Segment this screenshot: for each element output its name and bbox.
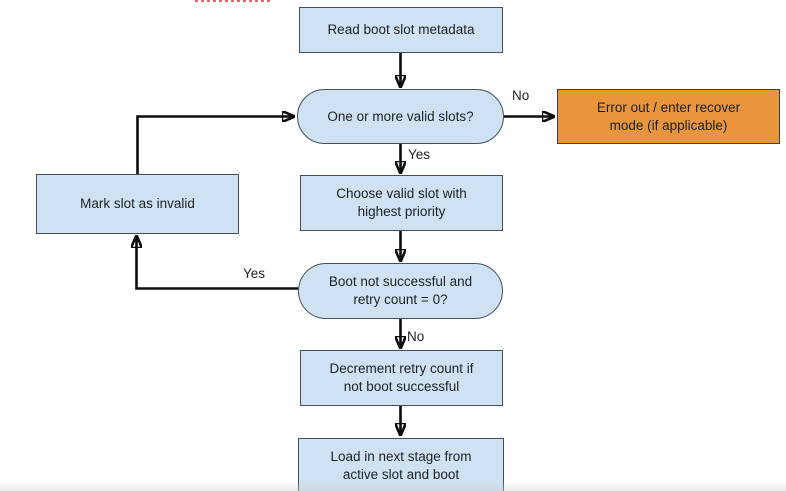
node-decrement-retry-count: Decrement retry count if not boot succes… bbox=[300, 350, 503, 406]
node-mark-slot-invalid: Mark slot as invalid bbox=[36, 174, 239, 234]
edge-label-yes-valid-slots: Yes bbox=[408, 147, 431, 162]
edge-label-yes-boot-check: Yes bbox=[243, 266, 266, 281]
edge-label-no-boot-check: No bbox=[407, 329, 425, 344]
node-error-recover-mode: Error out / enter recover mode (if appli… bbox=[557, 89, 780, 144]
edge-markinvalid-to-validslots bbox=[136, 117, 294, 174]
edge-label-no-valid-slots: No bbox=[512, 88, 530, 103]
edge-bootcheck-yes-to-markinvalid bbox=[137, 237, 298, 290]
node-decision-boot-not-successful: Boot not successful and retry count = 0? bbox=[298, 263, 503, 319]
node-read-boot-slot-metadata: Read boot slot metadata bbox=[299, 7, 503, 53]
node-decision-valid-slots: One or more valid slots? bbox=[297, 89, 504, 144]
node-choose-valid-slot: Choose valid slot with highest priority bbox=[300, 175, 503, 231]
red-dotted-underline-artifact bbox=[195, 0, 272, 2]
node-load-next-stage: Load in next stage from active slot and … bbox=[298, 438, 504, 491]
